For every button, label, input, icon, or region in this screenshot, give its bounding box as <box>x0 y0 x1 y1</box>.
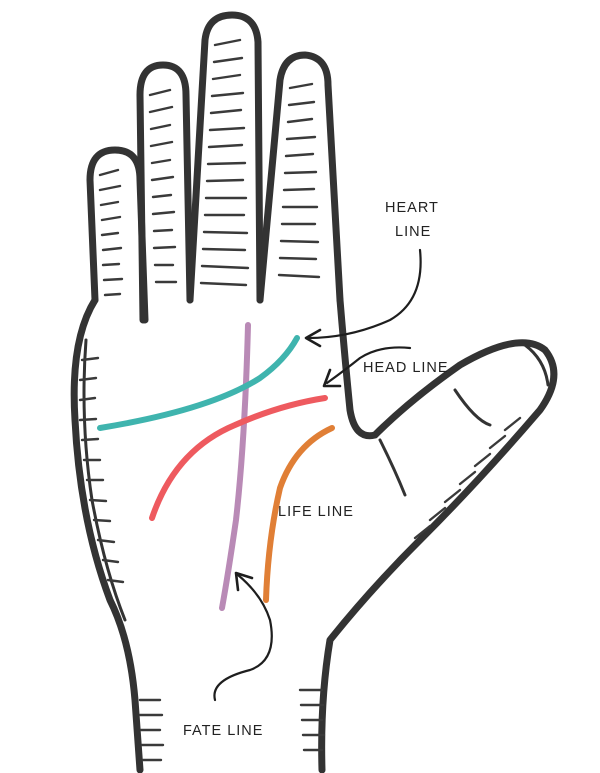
heart-line-mark <box>97 335 300 431</box>
index-finger <box>86 146 149 324</box>
fate-line-arrow <box>213 571 273 702</box>
head-line-mark <box>149 395 328 521</box>
fate-line-mark <box>219 322 251 611</box>
heart-line-label-2: LINE <box>395 224 431 240</box>
head-line-label: HEAD LINE <box>363 360 449 376</box>
middle-finger <box>136 61 194 324</box>
thumb <box>298 296 558 773</box>
little-finger <box>256 51 344 304</box>
life-line-mark <box>263 425 335 603</box>
life-line-label: LIFE LINE <box>278 504 354 520</box>
heart-line-label-1: HEART <box>385 200 439 216</box>
ring-finger <box>186 11 264 304</box>
head-line-arrow <box>322 346 412 388</box>
hand-illustration <box>70 11 558 773</box>
fate-line-label: FATE LINE <box>183 723 263 739</box>
heart-line-arrow <box>304 248 422 348</box>
palm-outline <box>70 296 165 773</box>
